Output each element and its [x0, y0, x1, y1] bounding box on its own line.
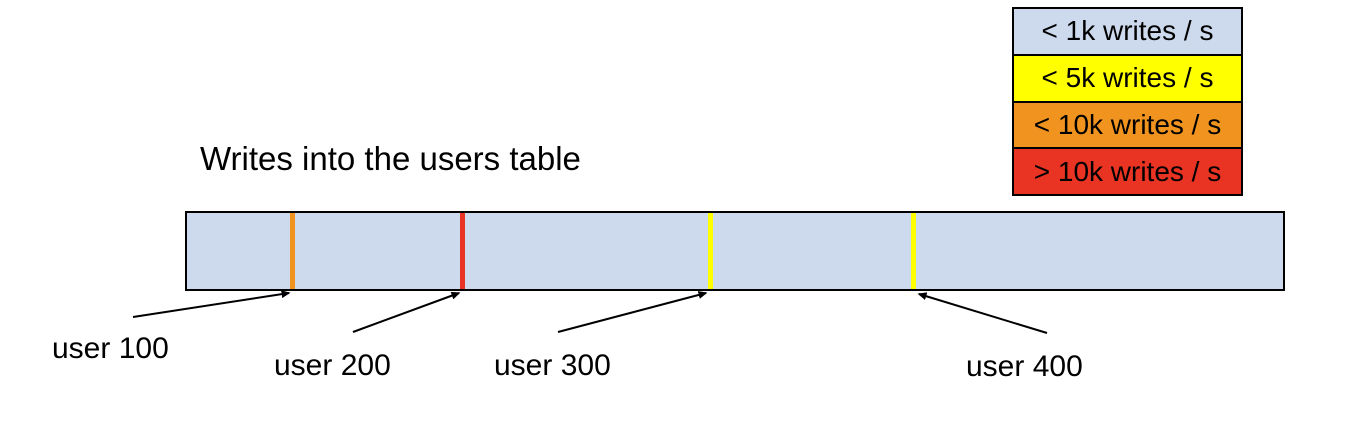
diagram-title: Writes into the users table [200, 140, 581, 177]
arrow-user-100 [132, 290, 291, 318]
user-label-300: user 300 [494, 349, 611, 382]
user-label-200: user 200 [274, 349, 391, 382]
legend-item-lt10k: < 10k writes / s [1014, 102, 1241, 150]
legend: < 1k writes / s < 5k writes / s < 10k wr… [1012, 7, 1243, 196]
legend-item-lt1k-label: < 1k writes / s [1041, 15, 1214, 47]
arrow-user-200 [352, 291, 461, 333]
legend-item-gt10k: > 10k writes / s [1014, 149, 1241, 194]
legend-item-lt5k: < 5k writes / s [1014, 55, 1241, 103]
legend-item-gt10k-label: > 10k writes / s [1033, 155, 1222, 187]
user-label-400: user 400 [966, 350, 1083, 383]
legend-item-lt1k: < 1k writes / s [1014, 9, 1241, 56]
legend-item-lt5k-label: < 5k writes / s [1041, 62, 1214, 94]
write-hotspot-marker-user-300 [708, 213, 713, 289]
users-table-bar [185, 211, 1285, 291]
legend-item-lt10k-label: < 10k writes / s [1033, 108, 1222, 140]
arrow-user-300 [557, 291, 708, 333]
write-hotspot-marker-user-100 [290, 213, 295, 289]
arrow-user-400 [917, 292, 1048, 334]
user-label-100: user 100 [52, 332, 169, 365]
write-hotspot-marker-user-400 [911, 213, 916, 289]
write-hotspot-marker-user-200 [460, 213, 465, 289]
